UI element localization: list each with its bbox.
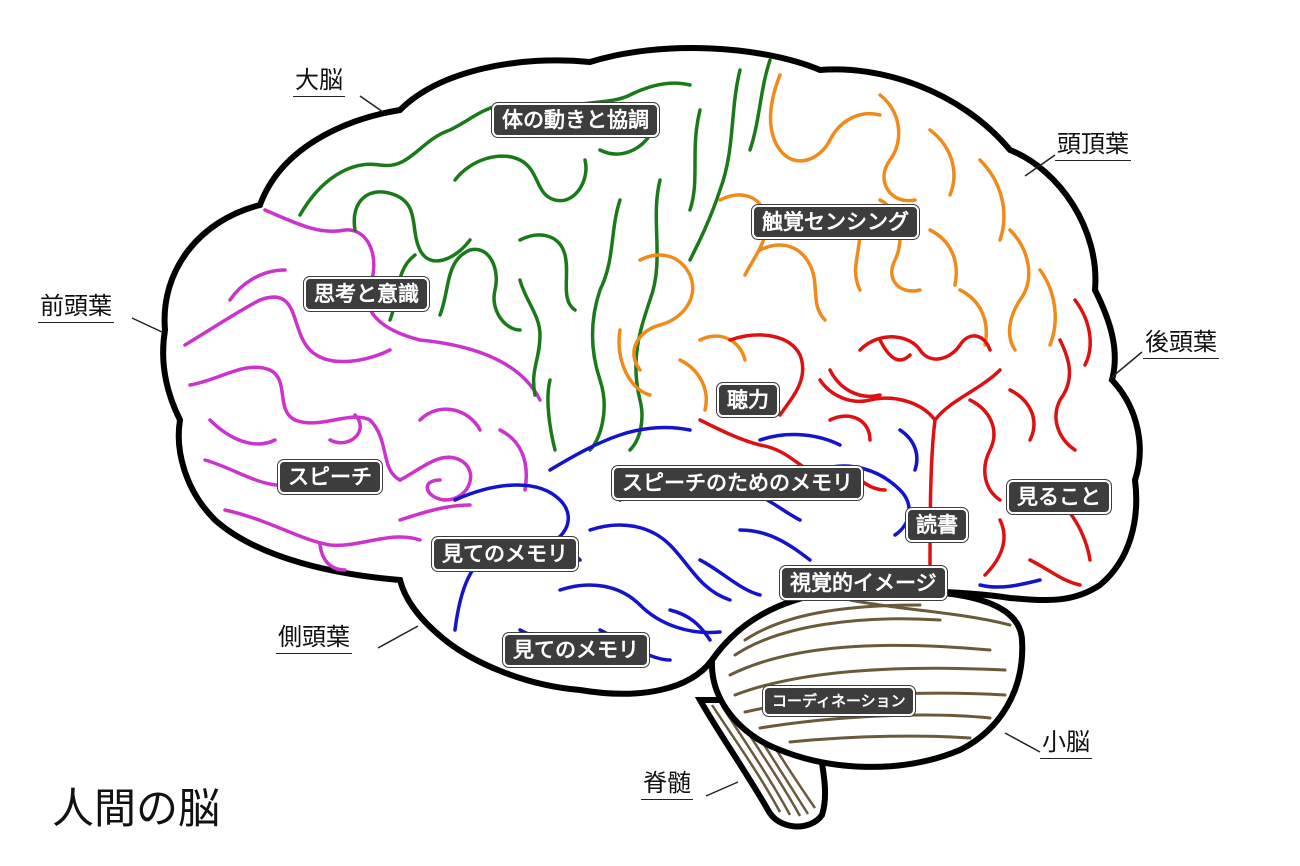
label-occipital-lobe: 後頭葉	[1143, 328, 1219, 359]
label-parietal-lobe: 頭頂葉	[1055, 130, 1131, 161]
label-frontal-lobe: 前頭葉	[38, 292, 114, 323]
func-reading: 読書	[906, 508, 968, 542]
label-cerebrum: 大脳	[293, 66, 345, 97]
func-visual-imagery: 視覚的イメージ	[780, 566, 947, 600]
motor-cortex-gyri	[298, 58, 772, 452]
label-cerebellum: 小脳	[1040, 728, 1092, 759]
func-thinking: 思考と意識	[304, 277, 429, 311]
func-speech-memory: スピーチのためのメモリ	[612, 466, 863, 500]
cerebrum-outline	[160, 45, 1143, 697]
func-coordination: コーディネーション	[763, 686, 915, 716]
label-temporal-lobe: 側頭葉	[276, 623, 352, 654]
func-sensing: 触覚センシング	[752, 205, 919, 239]
func-movement: 体の動きと協調	[492, 103, 659, 137]
func-visual-memory-2: 見てのメモリ	[503, 633, 649, 667]
func-visual-memory-1: 見てのメモリ	[432, 537, 578, 571]
label-spinal-cord: 脊髄	[641, 769, 693, 800]
leader-lines	[131, 95, 1143, 797]
func-hearing: 聴力	[717, 383, 779, 417]
func-speech: スピーチ	[278, 460, 382, 494]
diagram-title: 人間の脳	[52, 784, 221, 833]
func-seeing: 見ること	[1007, 480, 1111, 514]
parietal-lobe-gyri	[617, 73, 1057, 412]
